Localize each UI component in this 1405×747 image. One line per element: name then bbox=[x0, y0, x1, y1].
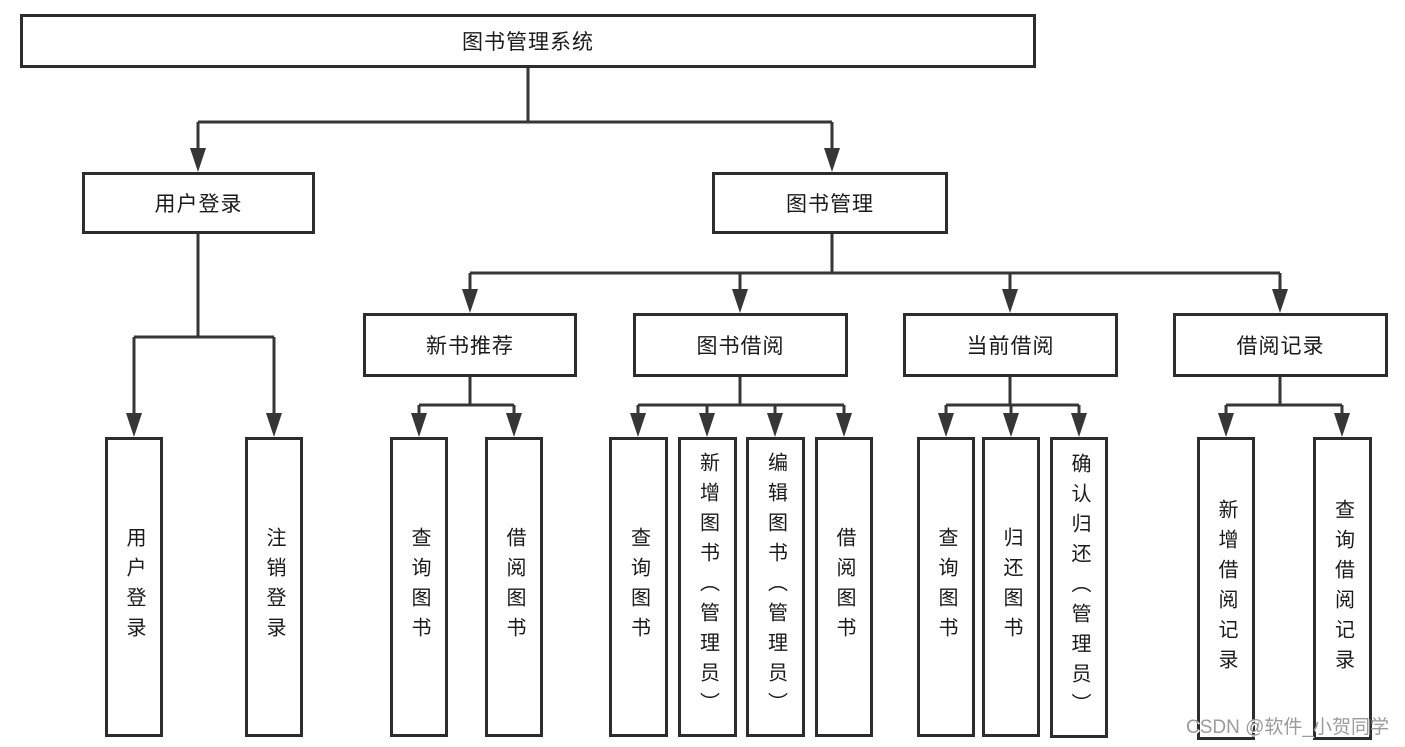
node-label: 新增借阅记录 bbox=[1215, 498, 1237, 679]
leaf-user-login: 用户登录 bbox=[105, 437, 163, 737]
leaf-logout: 注销登录 bbox=[245, 437, 303, 737]
node-label: 当前借阅 bbox=[966, 335, 1055, 358]
connector-root-to-level2 bbox=[196, 68, 834, 150]
node-label: 查询图书 bbox=[627, 527, 650, 647]
leaf-borrowing-edit-books-admin: 编辑图书（管理员） bbox=[746, 437, 805, 737]
leaf-borrowing-add-books-admin: 新增图书（管理员） bbox=[678, 437, 737, 737]
node-library-management-system: 图书管理系统 bbox=[20, 14, 1036, 68]
node-label: 归还图书 bbox=[1000, 527, 1022, 647]
node-label: 借阅图书 bbox=[503, 527, 525, 647]
node-book-borrowing: 图书借阅 bbox=[633, 313, 848, 377]
node-label: 用户登录 bbox=[123, 527, 145, 647]
node-label: 用户登录 bbox=[154, 193, 243, 216]
connector-book-borrowing-branch bbox=[636, 377, 846, 415]
connector-borrow-records-branch bbox=[1224, 377, 1344, 415]
node-label: 新增图书（管理员） bbox=[696, 452, 719, 722]
node-current-borrowing: 当前借阅 bbox=[903, 313, 1118, 377]
node-label: 图书管理系统 bbox=[462, 31, 594, 54]
node-label: 图书管理 bbox=[786, 193, 874, 216]
node-label: 确认归还（管理员） bbox=[1068, 452, 1090, 723]
connector-user-login-branch bbox=[132, 234, 276, 415]
leaf-current-query-books: 查询图书 bbox=[917, 437, 975, 737]
connector-book-management-branch bbox=[468, 234, 1282, 291]
node-label: 编辑图书（管理员） bbox=[764, 452, 787, 722]
node-user-login: 用户登录 bbox=[82, 172, 315, 234]
node-label: 新书推荐 bbox=[426, 335, 514, 358]
node-label: 借阅图书 bbox=[833, 527, 855, 647]
connector-new-book-branch bbox=[417, 377, 516, 415]
csdn-watermark: CSDN @软件_小贺同学 bbox=[1186, 717, 1389, 738]
leaf-recommend-borrow-books: 借阅图书 bbox=[485, 437, 543, 737]
arrowheads bbox=[126, 148, 1350, 437]
node-label: 注销登录 bbox=[263, 527, 285, 647]
leaf-records-add-borrow-record: 新增借阅记录 bbox=[1197, 437, 1255, 740]
node-label: 图书借阅 bbox=[696, 335, 785, 358]
leaf-borrowing-borrow-books: 借阅图书 bbox=[815, 437, 873, 737]
leaf-borrowing-query-books: 查询图书 bbox=[609, 437, 668, 737]
node-label: 查询图书 bbox=[935, 527, 957, 647]
connector-current-borrowing-branch bbox=[944, 377, 1081, 415]
node-label: 查询借阅记录 bbox=[1331, 498, 1354, 679]
node-new-book-recommendation: 新书推荐 bbox=[363, 313, 577, 377]
node-label: 借阅记录 bbox=[1236, 335, 1325, 358]
node-book-management: 图书管理 bbox=[712, 172, 948, 234]
node-label: 查询图书 bbox=[408, 527, 430, 647]
node-borrow-records: 借阅记录 bbox=[1173, 313, 1388, 377]
leaf-records-query-borrow-record: 查询借阅记录 bbox=[1313, 437, 1372, 740]
leaf-current-return-books: 归还图书 bbox=[982, 437, 1040, 737]
leaf-current-confirm-return-admin: 确认归还（管理员） bbox=[1050, 437, 1108, 738]
leaf-recommend-query-books: 查询图书 bbox=[390, 437, 448, 737]
